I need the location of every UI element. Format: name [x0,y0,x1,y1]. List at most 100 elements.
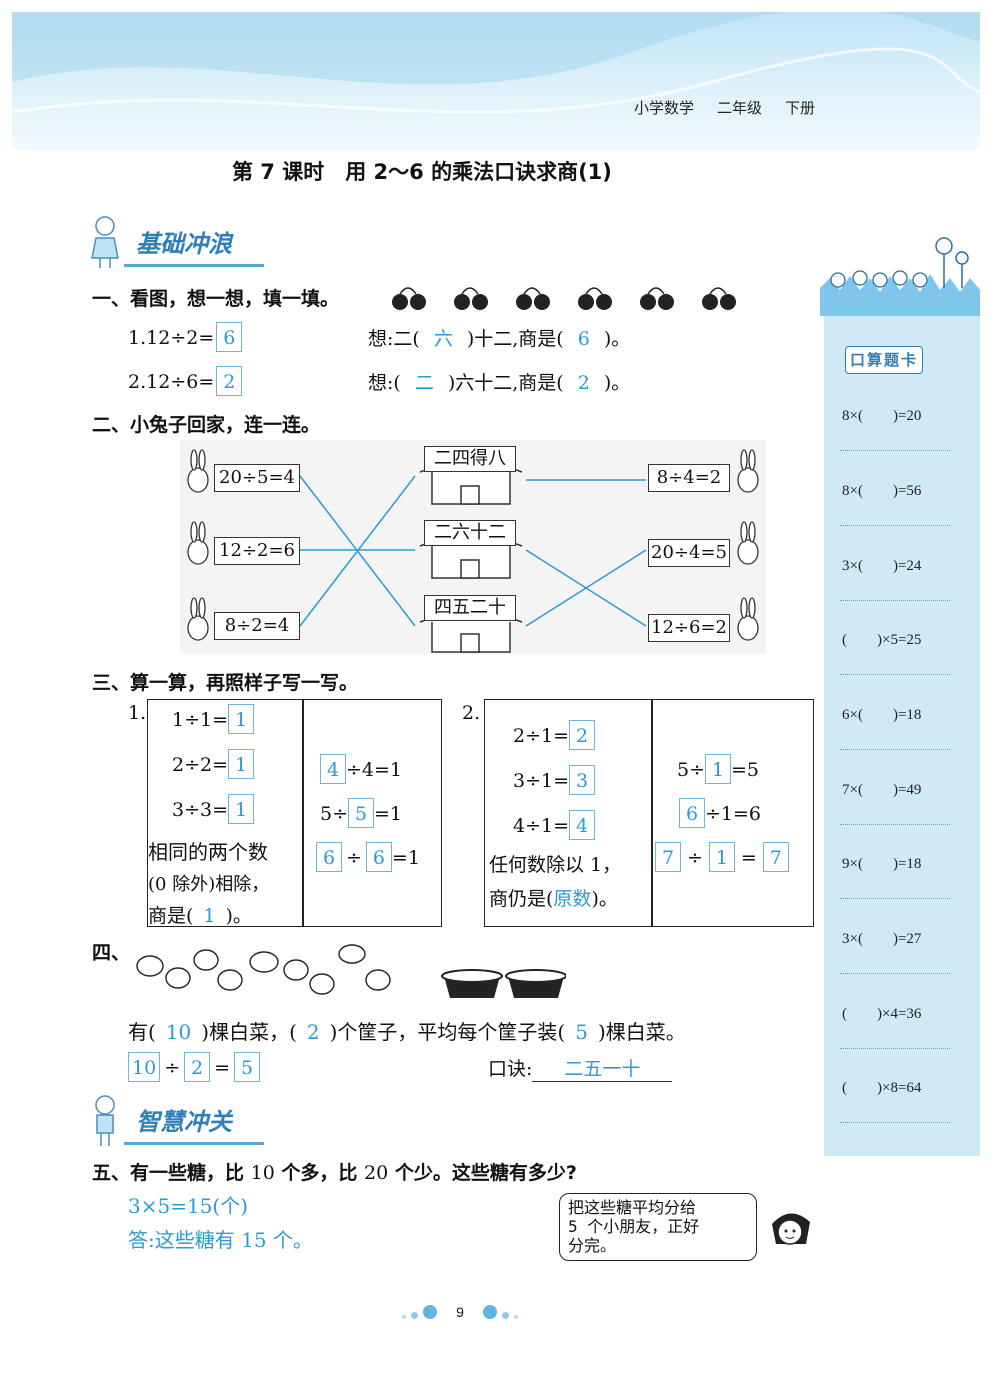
cherries-image [388,282,748,312]
section-underline [124,1142,264,1145]
q4-equation: 10÷2=5 [128,1052,261,1082]
rule-line: 任何数除以 1， [489,854,622,876]
matching-lines [187,449,759,653]
sidebar-item[interactable]: 8×( )=20 [842,408,922,424]
answer-line [840,749,950,750]
right-card[interactable]: 20÷4=5 [648,539,730,567]
header-subject: 小学数学 [634,99,695,117]
q5-title: 五、有一些糖，比 10 个多，比 20 个少。这些糖有多少? [92,1162,577,1184]
q3-p1-row: 3÷3=1 [172,794,255,824]
lesson-title: 第 7 课时 用 2～6 的乘法口诀求商(1) [232,160,612,184]
wave-decoration [12,12,980,114]
rule-line: 商是(1)。 [148,905,252,927]
rule-answer[interactable]: 1 [203,905,216,927]
q5-calc: 3×5=15(个) [128,1194,249,1218]
answer-box[interactable]: 1 [228,749,255,779]
answer-line [840,600,950,601]
bubble-line: 把这些糖平均分给 [568,1198,697,1217]
q3-p2-right: 5÷1=5 [677,754,759,784]
q3-p2-box: 2÷1=2 3÷1=3 4÷1=4 任何数除以 1， 商仍是(原数)。 5÷1=… [484,699,814,927]
q2-matching-area: 20÷5=4 12÷2=6 8÷2=4 二四得八 二六十二 四五二十 8÷4=2… [180,440,766,654]
rule-line: (0 除外)相除， [148,874,270,895]
left-card[interactable]: 12÷2=6 [214,537,300,565]
left-card[interactable]: 20÷5=4 [214,464,300,492]
sidebar-item[interactable]: 7×( )=49 [842,782,922,798]
dot-icon [410,1312,418,1319]
sidebar-item[interactable]: 3×( )=27 [842,931,922,947]
sidebar-item[interactable]: ( )×5=25 [842,632,922,648]
house-label[interactable]: 四五二十 [424,595,516,621]
q2-title: 二、小兔子回家，连一连。 [92,414,321,436]
right-card[interactable]: 8÷4=2 [648,464,730,492]
mnemonic-answer[interactable]: 二五一十 [532,1054,673,1082]
answer-line [840,674,950,675]
divider [302,700,304,926]
q3-p2-row: 4÷1=4 [513,810,596,840]
dot-icon [423,1305,437,1319]
girl-icon [88,214,122,270]
divider [651,700,653,926]
section-wisdom-title: 智慧冲关 [136,1108,232,1136]
q1-fill[interactable]: 2 [577,372,590,394]
cabbage-image [126,936,567,1006]
answer-line [840,1048,950,1049]
house-label[interactable]: 二四得八 [424,446,516,472]
speech-bubble: 把这些糖平均分给 5 个小朋友，正好 分完。 [559,1193,757,1261]
q1-answer-box[interactable]: 6 [216,322,243,352]
q3-p2-right: 6÷1=6 [679,798,761,828]
q1-row-1: 1.12÷2=6 [128,322,243,352]
header-banner [12,12,980,150]
bubble-line: 分完。 [568,1236,617,1255]
q3-p2-row: 3÷1=3 [513,765,596,795]
answer-line [840,898,950,899]
q3-p2-num: 2. [462,702,481,724]
q3-p1-right: 5÷5=1 [320,798,402,828]
section-basic-title: 基础冲浪 [136,230,232,258]
dot-icon [482,1305,497,1319]
q1-title: 一、看图，想一想，填一填。 [92,288,340,310]
answer-box[interactable]: 1 [228,704,255,734]
child-icon [762,1204,818,1260]
q4-sentence: 有(10)棵白菜，(2)个筐子，平均每个筐子装(5)棵白菜。 [128,1020,686,1044]
sidebar-item[interactable]: ( )×4=36 [842,1006,922,1022]
q3-p1-box: 1÷1=1 2÷2=1 3÷3=1 相同的两个数 (0 除外)相除， 商是(1)… [147,699,442,927]
answer-box[interactable]: 1 [228,794,255,824]
header-volume: 下册 [785,99,816,117]
house-label[interactable]: 二六十二 [424,520,516,546]
q4-num: 四、 [92,942,131,964]
answer-line [840,824,950,825]
q3-p1-row: 2÷2=1 [172,749,255,779]
q1-fill[interactable]: 6 [577,328,590,350]
rule-line: 商仍是(原数)。 [489,888,618,910]
sidebar-item[interactable]: 9×( )=18 [842,856,922,872]
header-grade: 二年级 [717,99,763,117]
q1-fill[interactable]: 二 [414,372,434,394]
sidebar-item[interactable]: 6×( )=18 [842,707,922,723]
right-card[interactable]: 12÷6=2 [648,614,730,642]
q3-title: 三、算一算，再照样子写一写。 [92,672,359,694]
q4-mnemonic: 口诀:二五一十 [488,1054,673,1082]
sidebar-item[interactable]: 8×( )=56 [842,483,922,499]
q1-row-2: 2.12÷6=2 [128,366,243,396]
left-card[interactable]: 8÷2=4 [214,612,300,640]
sidebar-item[interactable]: ( )×8=64 [842,1080,922,1096]
bubble-line: 5 个小朋友，正好 [568,1217,700,1236]
page-number: 9 [456,1304,464,1320]
answer-line [840,525,950,526]
q1-think-1: 想:二(六)十二,商是(6)。 [368,328,631,350]
q1-answer-box[interactable]: 2 [216,366,243,396]
dot-icon [514,1315,519,1319]
sidebar-item[interactable]: 3×( )=24 [842,558,922,574]
q3-p1-right: 4÷4=1 [320,754,402,784]
answer-line [840,450,950,451]
q1-fill[interactable]: 六 [433,328,453,350]
q3-p2-right: 7÷1=7 [655,842,789,872]
q3-p1-num: 1. [128,702,147,724]
rule-answer[interactable]: 原数 [553,888,592,910]
answer-line [840,1122,950,1123]
oral-calc-title: 口算题卡 [845,346,924,374]
dot-icon [401,1315,406,1319]
q1-think-2: 想:(二)六十二,商是(2)。 [368,372,631,394]
q3-p1-row: 1÷1=1 [172,704,255,734]
q3-p1-right: 6÷6=1 [316,842,420,872]
